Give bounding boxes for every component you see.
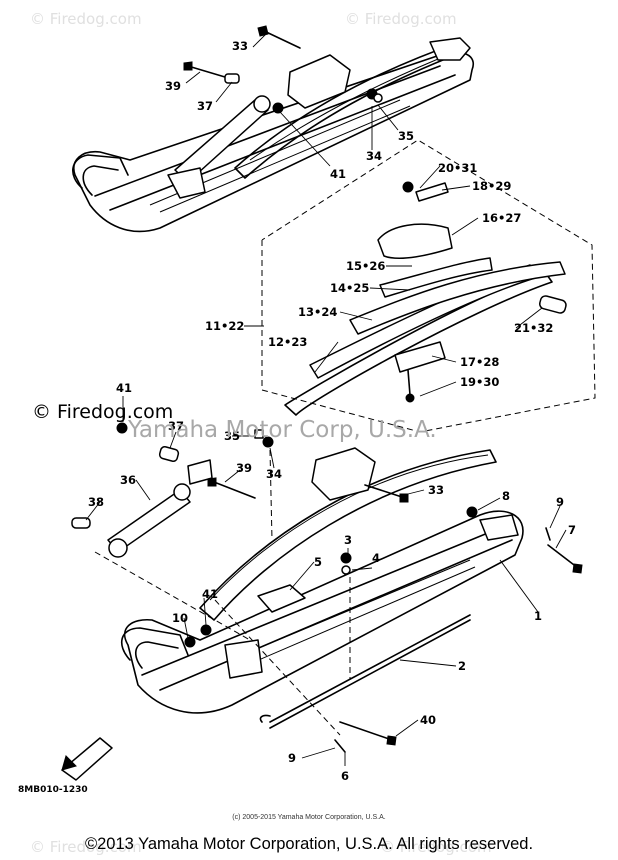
callout-35-lower: 35 xyxy=(224,429,240,443)
callout-37-lower: 37 xyxy=(168,419,184,433)
callout-9-upper: 9 xyxy=(556,495,564,509)
callout-18-29: 18•29 xyxy=(472,179,511,193)
diagram-code: 8MB010-1230 xyxy=(18,785,88,795)
callout-40: 40 xyxy=(420,713,436,727)
watermark-top-left: © Firedog.com xyxy=(30,10,142,28)
callout-39-lower: 39 xyxy=(236,461,252,475)
small-copyright: (c) 2005-2015 Yamaha Motor Corporation, … xyxy=(232,814,386,821)
callout-17-28: 17•28 xyxy=(460,355,499,369)
callout-4: 4 xyxy=(372,551,380,565)
callout-38: 38 xyxy=(88,495,104,509)
callout-14-25: 14•25 xyxy=(330,281,369,295)
callout-35-upper: 35 xyxy=(398,129,414,143)
callout-9-lower: 9 xyxy=(288,751,296,765)
watermark-bottom-right: © Firedog.com xyxy=(380,838,492,856)
callout-41-middle: 41 xyxy=(116,381,132,395)
callout-20-31: 20•31 xyxy=(438,161,477,175)
callout-10: 10 xyxy=(172,611,188,625)
callout-1: 1 xyxy=(534,609,542,623)
spring-kit-group xyxy=(261,139,596,433)
callout-3: 3 xyxy=(344,533,352,547)
callout-39-upper: 39 xyxy=(165,79,181,93)
callout-36: 36 xyxy=(120,473,136,487)
leader-lines xyxy=(85,31,567,766)
callout-16-27: 16•27 xyxy=(482,211,521,225)
callout-5: 5 xyxy=(314,555,322,569)
callout-labels: 33 39 37 35 34 41 20•31 18•29 16•27 15•2… xyxy=(88,39,576,783)
callout-15-26: 15•26 xyxy=(346,259,385,273)
callout-34-lower: 34 xyxy=(266,467,282,481)
watermark-top-right: © Firedog.com xyxy=(345,10,457,28)
callout-33-lower: 33 xyxy=(428,483,444,497)
callout-7: 7 xyxy=(568,523,576,537)
callout-21-32: 21•32 xyxy=(514,321,553,335)
callout-6: 6 xyxy=(341,769,349,783)
watermark-corp-center: Yamaha Motor Corp, U.S.A. xyxy=(127,417,437,443)
callout-13-24: 13•24 xyxy=(298,305,337,319)
callout-41-upper: 41 xyxy=(330,167,346,181)
callout-19-30: 19•30 xyxy=(460,375,499,389)
footer-copyright: ©2013 Yamaha Motor Corporation, U.S.A. A… xyxy=(84,835,534,853)
callout-37-upper: 37 xyxy=(197,99,213,113)
lower-ski-assembly xyxy=(61,422,583,781)
callout-41-lower: 41 xyxy=(202,587,218,601)
watermark-brand-center: © Firedog.com xyxy=(32,401,173,423)
upper-ski-assembly xyxy=(72,25,475,233)
callout-11-22: 11•22 xyxy=(205,319,244,333)
callout-2: 2 xyxy=(458,659,466,673)
watermark-bottom-left: © Firedog.com xyxy=(30,838,142,856)
callout-34-upper: 34 xyxy=(366,149,382,163)
callout-12-23: 12•23 xyxy=(268,335,307,349)
callout-8: 8 xyxy=(502,489,510,503)
callout-33-upper: 33 xyxy=(232,39,248,53)
